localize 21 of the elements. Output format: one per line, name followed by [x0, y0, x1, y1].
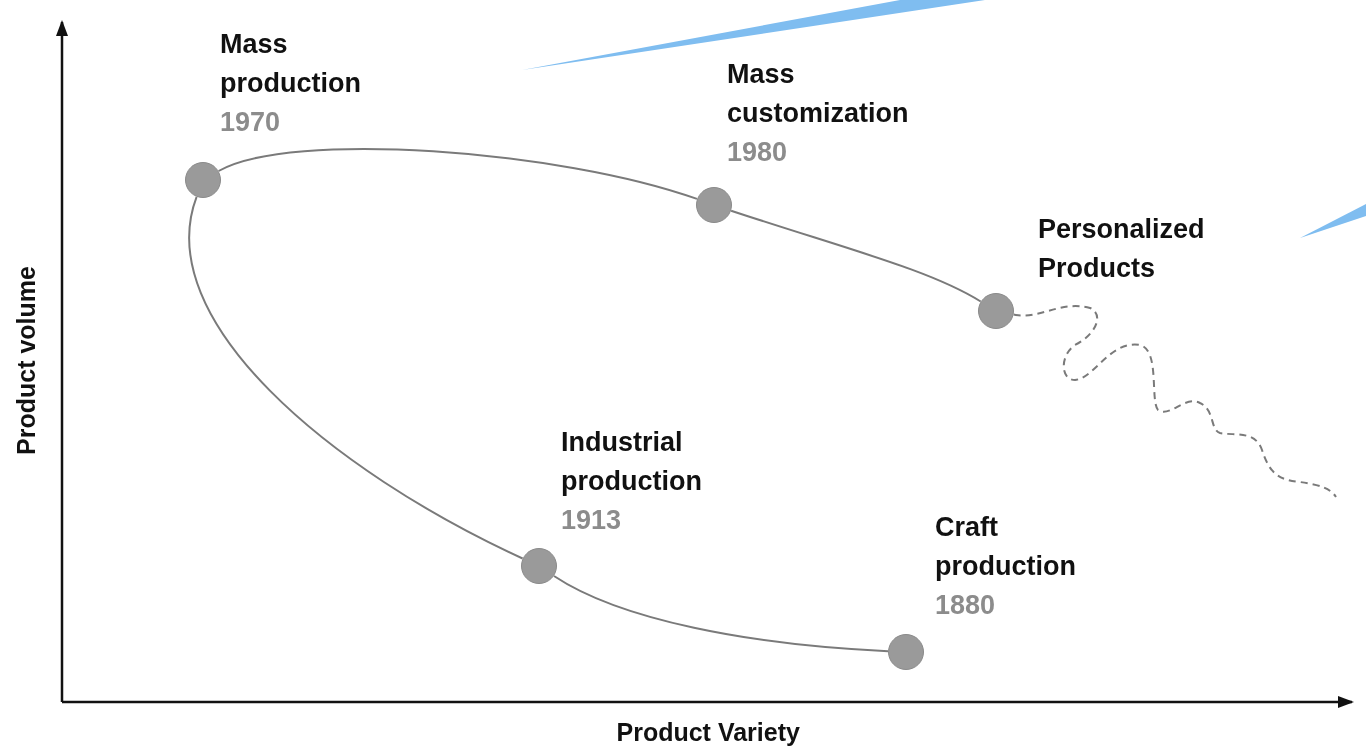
curve-line — [553, 575, 889, 653]
year-label: 1970 — [220, 106, 281, 139]
stage-name: Industrial production — [561, 426, 703, 498]
x-axis-title: Product Variety — [616, 718, 800, 747]
milestone-dot — [978, 293, 1014, 329]
year-label: 1980 — [727, 136, 788, 169]
stage-name: Mass customization — [727, 58, 910, 130]
curve-line — [730, 209, 982, 303]
dashed-curve-line — [1012, 305, 1337, 498]
year-label: 1880 — [935, 589, 996, 622]
stage-name: Mass production — [220, 28, 362, 100]
y-axis-title: Product volume — [11, 265, 41, 455]
milestone-dot — [696, 187, 732, 223]
curve-line — [188, 195, 524, 560]
milestone-dot — [888, 634, 924, 670]
stage-name: Personalized Products — [1038, 213, 1206, 285]
milestone-dot — [521, 548, 557, 584]
curve-line — [217, 148, 698, 200]
milestone-dot — [185, 162, 221, 198]
stage-name: Craft production — [935, 511, 1077, 583]
year-label: 1913 — [561, 504, 622, 537]
